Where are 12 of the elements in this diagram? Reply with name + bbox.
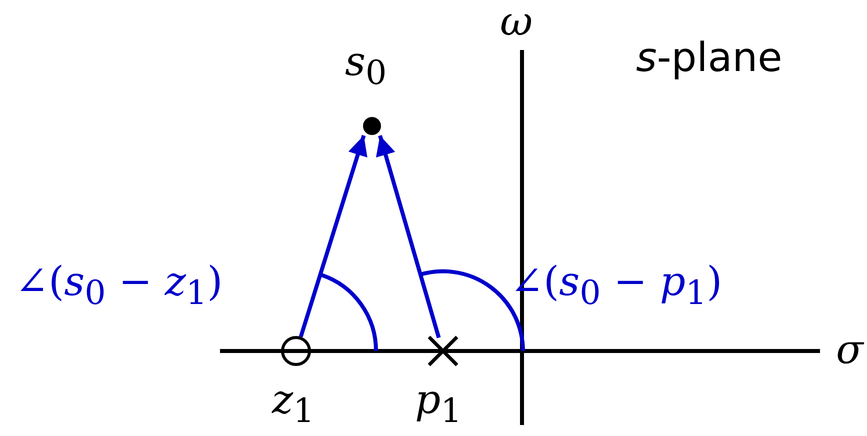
plane-label: s-plane <box>636 38 782 78</box>
axis-label: ω <box>500 2 533 42</box>
point-label: s$_{0}$ <box>345 42 387 90</box>
pole-marker <box>427 335 459 367</box>
vector-arrow <box>298 134 368 338</box>
point-dot <box>361 115 383 137</box>
point-label: p$_{1}$ <box>415 380 462 428</box>
angle-label: ∠(s$_{0}$ − z$_{1}$) <box>15 262 223 310</box>
vector-arrow <box>376 134 441 338</box>
zero-marker <box>279 334 313 368</box>
axis-label: σ <box>836 330 864 370</box>
point-label: z$_{1}$ <box>272 380 314 428</box>
